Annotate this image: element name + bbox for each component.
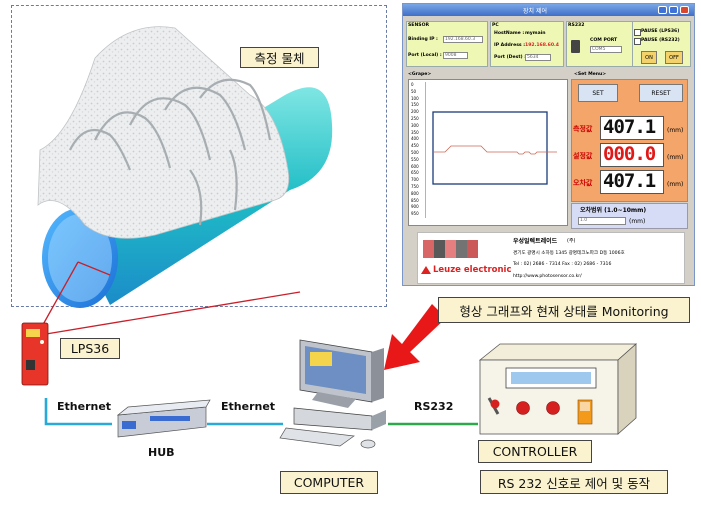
graph-y-tick: 300 [411,122,419,128]
graph-y-tick: 450 [411,143,419,149]
error-label: 오차값 [573,179,593,187]
com-port-select[interactable]: COM5 [590,46,622,53]
object-frame [11,5,387,307]
port-dest-input[interactable]: 5634 [525,54,551,61]
binding-ip-label: Binding IP : [408,37,438,42]
company-address: 경기도 광명시 소하동 1345 광명테크노파크 D동 1006호 [513,251,625,256]
rs232-switch-icon[interactable] [571,40,580,53]
ethernet-cables [44,398,283,426]
graph-y-tick: 250 [411,116,419,121]
graph-y-tick: 850 [411,197,419,203]
monitoring-label: 형상 그래프와 현재 상태를 Monitoring [438,297,690,323]
rs232-header: RS232 [568,23,585,28]
range-input[interactable]: 1.0 [578,217,626,225]
computer-device [279,339,386,449]
port-local-input[interactable]: 9008 [443,52,468,59]
graph-y-tick: 150 [411,102,419,108]
graph-panel [408,79,568,226]
monitoring-arrow [384,304,446,370]
laser-lines [69,78,272,226]
product-image [423,240,478,258]
computer-label: COMPUTER [280,471,378,494]
graph-y-tick: 550 [411,156,419,162]
error-unit: (mm) [667,181,684,188]
range-label: 오차범위 (1.0~10mm) [580,207,647,214]
company-suffix: (주) [567,238,576,244]
hub-label: HUB [148,446,175,459]
app-titlebar [403,4,694,16]
leuze-logo-icon [421,266,431,274]
hub-device [116,399,211,438]
setpoint-label: 설정값 [573,152,593,160]
app-title: 장치 제어 [523,8,547,15]
rs232-control-label: RS 232 신호로 제어 및 동작 [480,470,668,494]
sensor-label: LPS36 [60,338,120,359]
object-label: 측정 물체 [240,47,319,68]
binding-ip-input[interactable]: 192.168.60.3 [443,36,483,43]
rs232-label: RS232 [414,400,454,413]
measure-unit: (mm) [667,127,684,134]
laser-beam [39,261,301,336]
graph-y-tick: 400 [411,136,419,142]
close-button[interactable] [680,6,689,14]
reset-button[interactable]: RESET [639,84,683,102]
set-menu-header: <Set Menu> [574,72,607,77]
graph-y-tick: 200 [411,109,419,115]
graph-y-tick: 100 [411,95,419,101]
pause-lps36-checkbox[interactable] [634,29,641,36]
hostname-value: mymain [525,31,546,36]
ethernet-right-label: Ethernet [221,400,276,413]
pause-lps36-label: PAUSE (LPS36) [641,29,680,34]
port-local-label: Port (Local) : [408,53,442,58]
error-value: 407.1 [600,170,664,194]
measure-label: 측정값 [573,125,593,133]
profile-line [433,145,557,155]
graph-y-tick: 500 [411,150,419,155]
grape-header: <Grape> [408,72,432,77]
sensor-header: SENSOR [408,23,430,28]
hostname-label: HostName : [494,31,525,36]
company-phone: Tel : 02) 2686 - 7314 Fax : 02) 2686 - 7… [513,262,612,267]
graph-y-tick: 800 [411,190,419,196]
company-name: 우성일렉트레이드 [513,238,558,245]
graph-y-tick: 950 [411,211,419,217]
pc-header: PC [492,23,499,28]
setpoint-unit: (mm) [667,154,684,161]
graph-y-tick: 0 [411,82,414,87]
ip-address-label: IP Address : [494,43,526,48]
brand-name: Leuze electronic [433,265,512,275]
monitoring-app-window: 장치 제어 SENSOR Binding IP : 192.168.60.3 P… [402,3,695,286]
graph-y-tick: 750 [411,184,419,189]
pause-rs232-label: PAUSE (RS232) [641,38,680,43]
port-dest-label: Port (Dest) : [494,55,527,60]
set-button[interactable]: SET [578,84,618,102]
graph-y-tick: 900 [411,204,419,210]
measure-value: 407.1 [600,116,664,140]
graph-plot [425,82,557,218]
pause-rs232-checkbox[interactable] [634,38,641,45]
sensor-panel [406,21,488,67]
company-web[interactable]: http://www.photosensor.co.kr/ [513,274,582,279]
controller-device [478,343,638,435]
graph-y-tick: 350 [411,129,419,135]
controller-label: CONTROLLER [478,440,592,463]
lps36-sensor [21,322,49,386]
setpoint-value: 000.0 [600,143,664,167]
on-button[interactable]: ON [641,51,657,64]
off-button[interactable]: OFF [665,51,683,64]
minimize-button[interactable] [658,6,667,14]
maximize-button[interactable] [669,6,678,14]
graph-y-tick: 600 [411,163,419,169]
graph-y-tick: 50 [411,88,417,94]
graph-y-tick: 650 [411,170,419,176]
ip-address-value: 192.168.60.4 [525,43,560,48]
range-unit: (mm) [629,218,646,225]
com-port-label: COM PORT [590,38,618,43]
ethernet-left-label: Ethernet [57,400,112,413]
graph-y-tick: 700 [411,177,419,183]
